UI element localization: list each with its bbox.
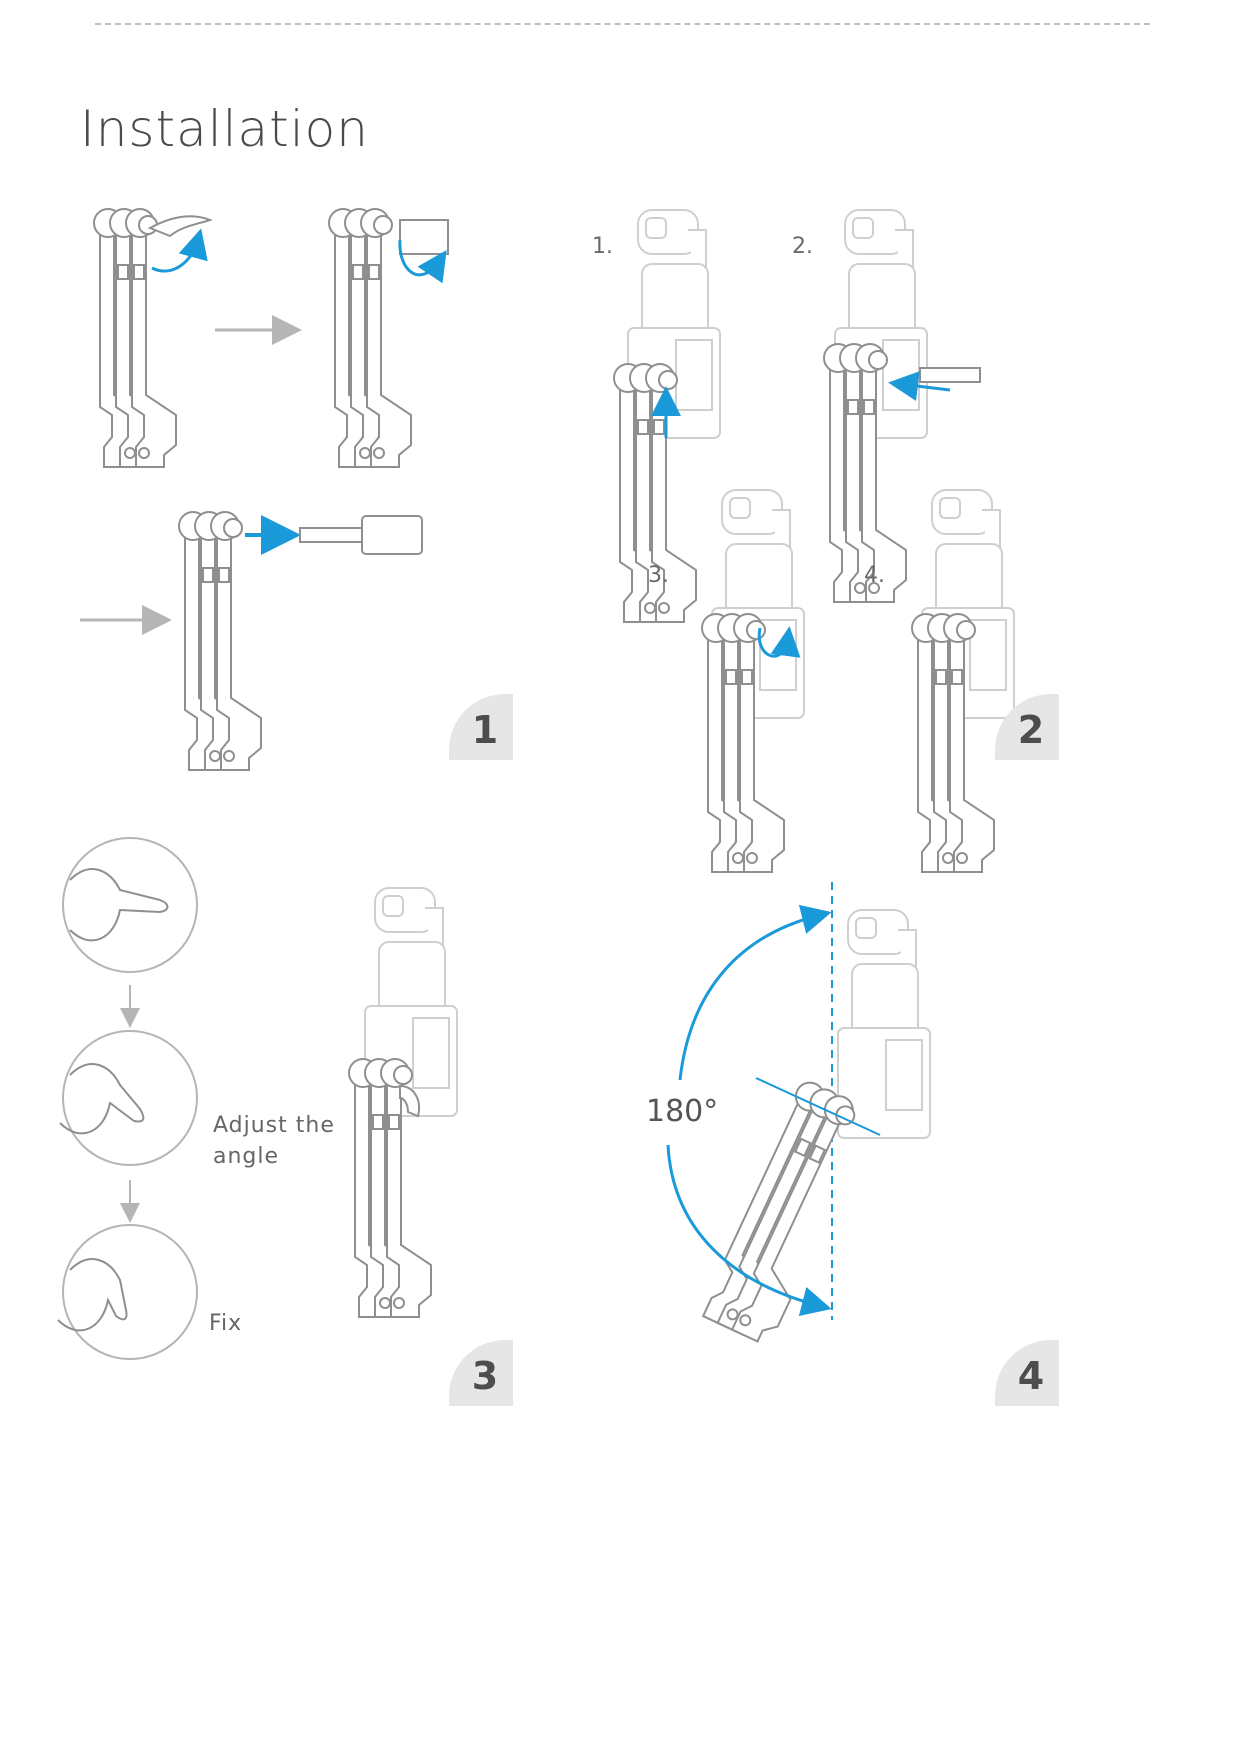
angle-label: 180° [646, 1094, 719, 1129]
step-badge-4-number: 4 [1017, 1354, 1045, 1398]
top-dashed-divider [95, 23, 1150, 25]
panel-4-illustration [666, 882, 931, 1348]
panel-1-illustration [80, 208, 449, 771]
step-badge-3-number: 3 [471, 1354, 499, 1398]
page-title: Installation [80, 100, 369, 158]
step-label-3: 3. [648, 563, 669, 588]
panel-3-illustration [57, 837, 458, 1360]
step-label-4: 4. [864, 563, 885, 588]
step-badge-2-number: 2 [1017, 708, 1045, 752]
step-label-1: 1. [592, 234, 613, 259]
caption-fix: Fix [209, 1311, 243, 1336]
step-badge-1-number: 1 [471, 708, 499, 752]
caption-adjust-angle: Adjust the angle [213, 1113, 335, 1169]
step-label-2: 2. [792, 234, 813, 259]
panel-2-illustration [613, 209, 1015, 873]
